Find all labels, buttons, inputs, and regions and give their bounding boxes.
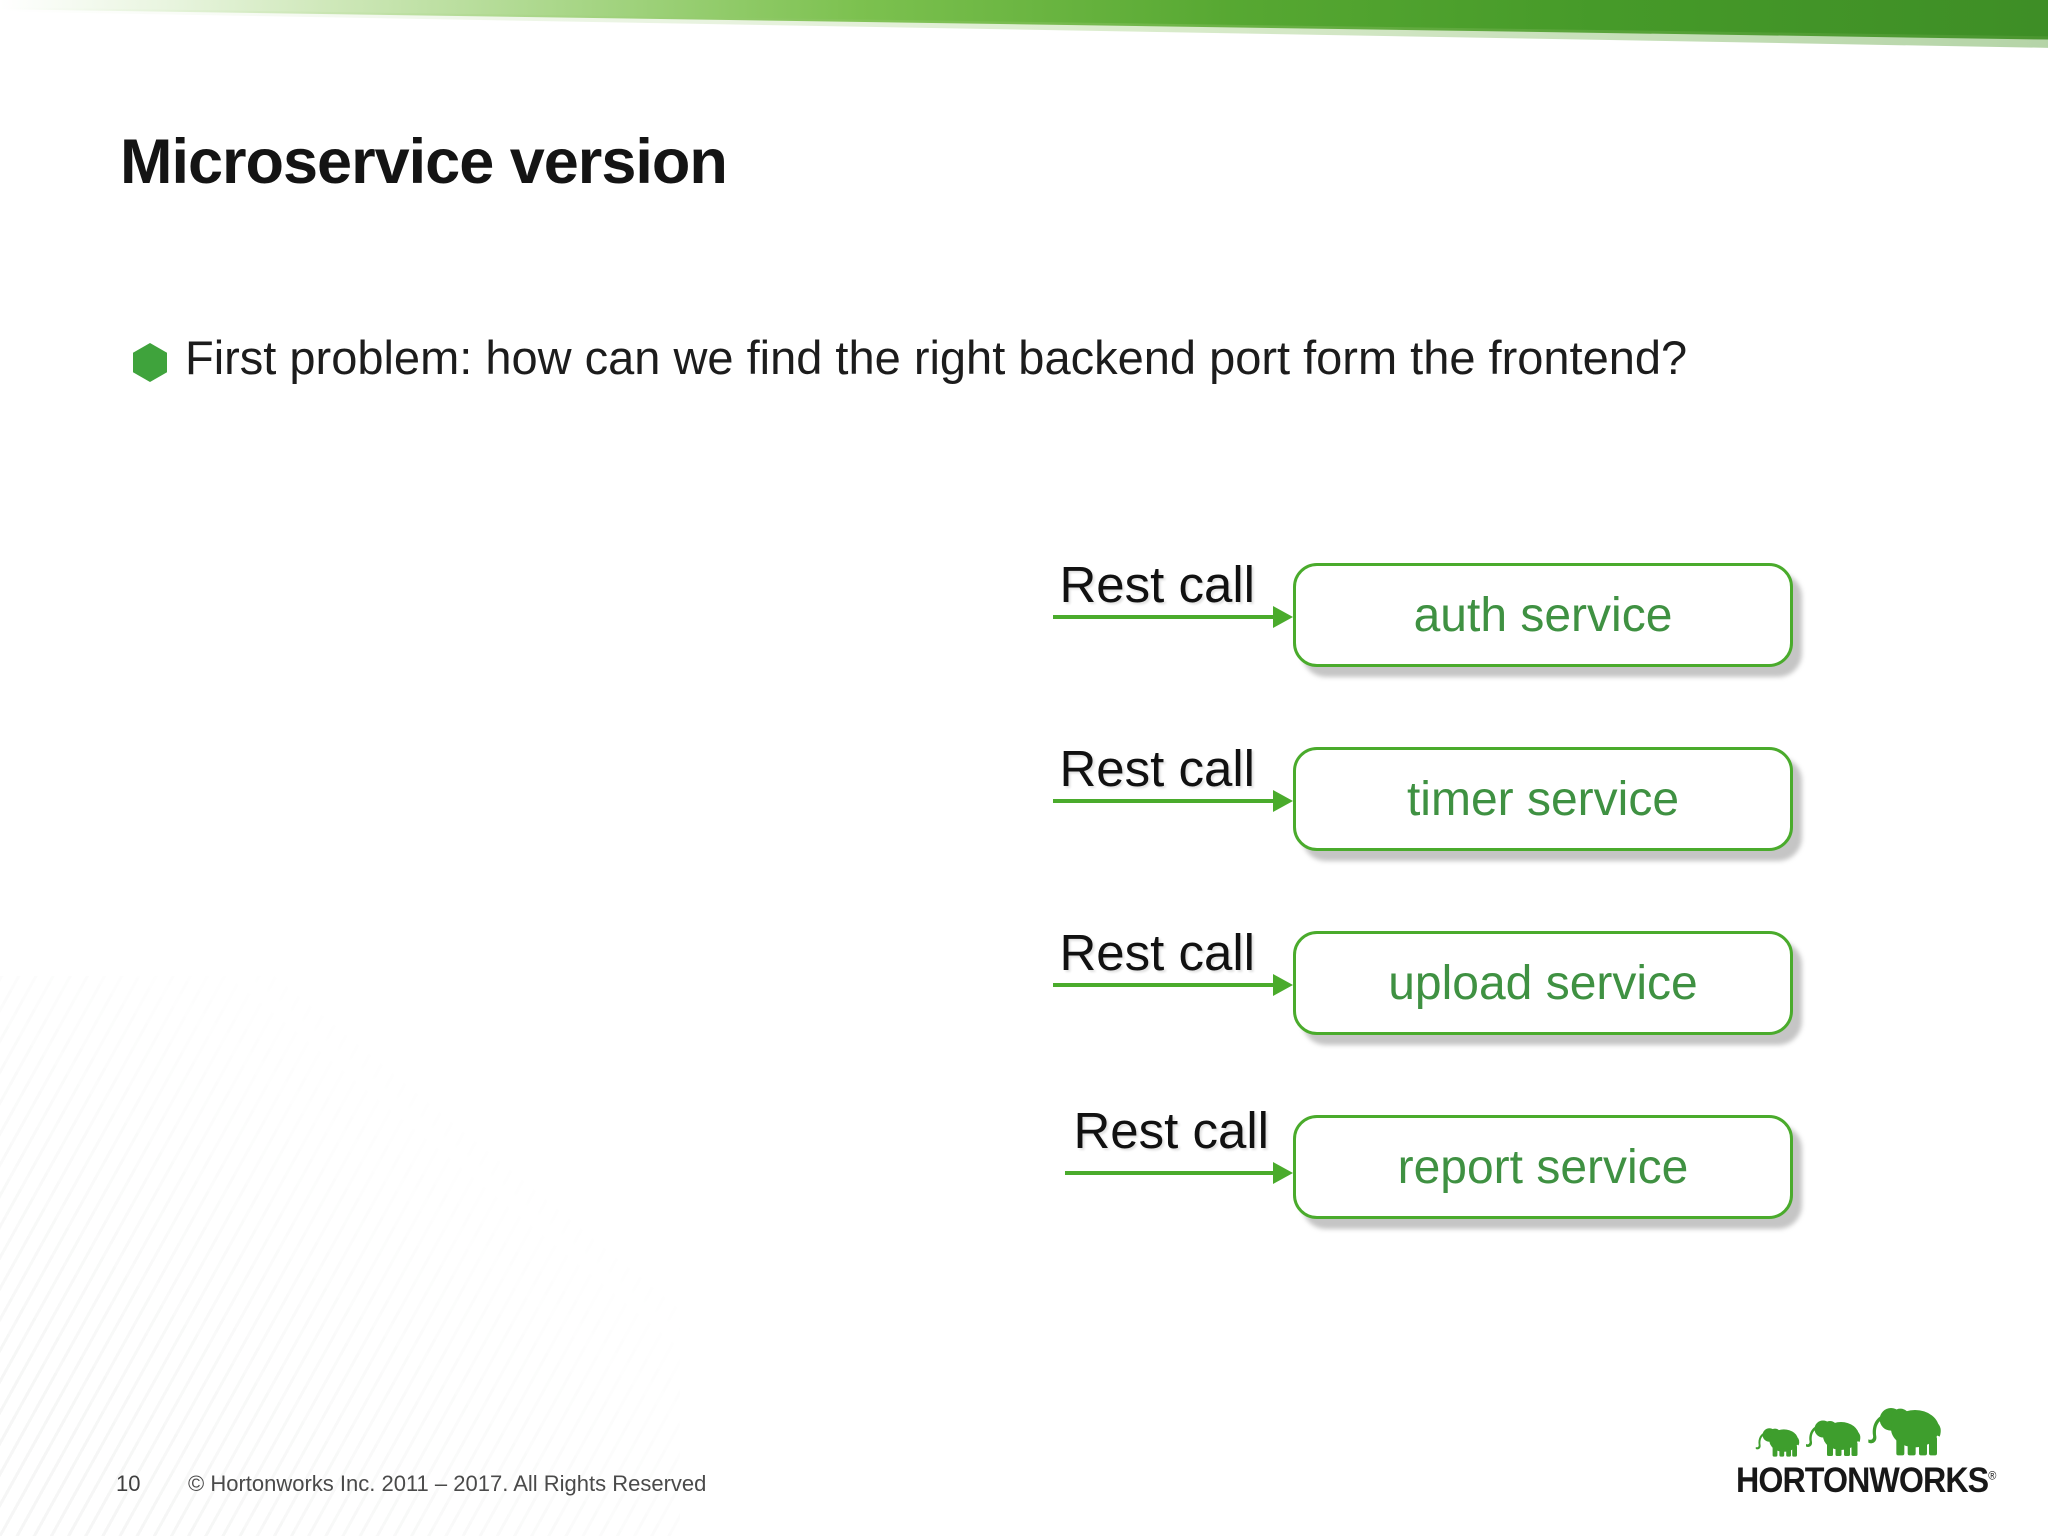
- rest-call-row: Rest call timer service: [1040, 740, 1820, 867]
- copyright-text: © Hortonworks Inc. 2011 – 2017. All Righ…: [188, 1471, 707, 1496]
- arrow-right-icon: [1273, 790, 1293, 812]
- arrow-right-icon: [1273, 1162, 1293, 1184]
- rest-call-arrow: [1065, 1171, 1275, 1175]
- service-label: timer service: [1406, 772, 1680, 826]
- page-number: 10: [116, 1471, 141, 1496]
- rest-call-row: Rest call upload service: [1040, 924, 1820, 1051]
- corner-hatch-texture: [0, 976, 680, 1536]
- elephant-icon-large: [1868, 1408, 1941, 1456]
- arrow-right-icon: [1273, 606, 1293, 628]
- rest-call-arrow: [1053, 615, 1275, 619]
- rest-call-label: Rest call: [1059, 556, 1255, 613]
- hexagon-bullet-icon: [133, 343, 167, 382]
- service-label: auth service: [1413, 588, 1673, 642]
- service-box: timer service: [1293, 747, 1793, 851]
- elephant-icon-small: [1755, 1428, 1800, 1457]
- rest-call-label: Rest call: [1059, 740, 1255, 797]
- elephant-icon-medium: [1806, 1420, 1861, 1456]
- rest-call-row: Rest call auth service: [1040, 556, 1820, 683]
- rest-call-row: Rest call report service: [1040, 1102, 1820, 1235]
- service-box: upload service: [1293, 931, 1793, 1035]
- service-label: upload service: [1388, 956, 1698, 1010]
- logo-wordmark: HORTONWORKS®: [1736, 1461, 1996, 1501]
- registered-mark-icon: ®: [1988, 1468, 1996, 1483]
- rest-call-label: Rest call: [1059, 924, 1255, 981]
- logo-text: HORTONWORKS: [1736, 1461, 1989, 1500]
- slide-title: Microservice version: [120, 127, 728, 197]
- bullet-text: First problem: how can we find the right…: [185, 331, 1688, 384]
- service-box: report service: [1293, 1115, 1793, 1219]
- rest-call-arrow: [1053, 799, 1275, 803]
- elephant-herd-icon: [1726, 1392, 1976, 1460]
- rest-call-label: Rest call: [1073, 1102, 1269, 1159]
- service-label: report service: [1397, 1140, 1689, 1194]
- rest-call-arrow: [1053, 983, 1275, 987]
- service-box: auth service: [1293, 563, 1793, 667]
- hortonworks-logo: HORTONWORKS®: [1726, 1392, 1996, 1501]
- arrow-right-icon: [1273, 974, 1293, 996]
